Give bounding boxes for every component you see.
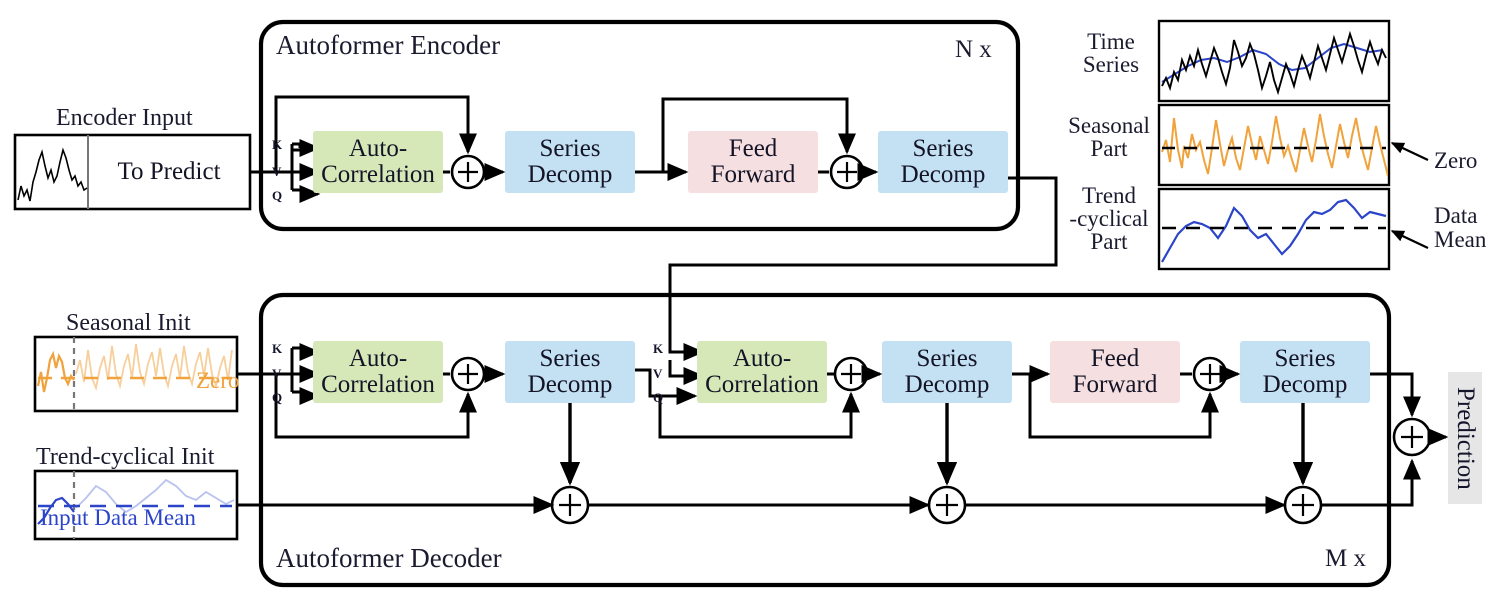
decoder-k-label-1: K	[272, 341, 283, 356]
decoder-container	[258, 292, 1392, 588]
decoder-wiring	[274, 365, 1449, 514]
time-series-caption: Time Series	[1068, 30, 1154, 76]
encoder-title: Autoformer Encoder	[276, 30, 501, 60]
data-mean-annotation-label: Data Mean	[1434, 203, 1487, 253]
dec-series-decomp-1-box	[505, 341, 635, 403]
seasonal-init-caption: Seasonal Init	[66, 310, 191, 336]
zero-annotation-arrow	[1390, 142, 1429, 161]
decoder-q-label-1: Q	[272, 390, 283, 405]
time-series-caption-line1: Time	[1087, 29, 1135, 54]
encoder-input-wire	[250, 139, 321, 203]
decoder-repeat-label: M x	[1325, 545, 1366, 572]
encoder-q-label: Q	[272, 188, 283, 203]
trend-cyclical-part-caption-line2: -cyclical	[1069, 206, 1149, 231]
trend-cyclical-part-caption: Trend -cyclical Part	[1062, 184, 1156, 253]
enc-autocorrelation-box	[313, 131, 443, 193]
decoder-title: Autoformer Decoder	[276, 543, 502, 573]
enc-series-decomp-1-box	[505, 131, 635, 193]
enc-feed-forward-box	[688, 131, 818, 193]
dec-trend-adder-1	[550, 485, 590, 525]
encoder-wiring	[274, 95, 1058, 385]
dec-autocorrelation-2-box	[697, 341, 827, 403]
trend-cyclical-part-caption-line1: Trend	[1081, 183, 1137, 208]
dec-trend-adder-2	[927, 485, 967, 525]
data-mean-annotation-line2: Mean	[1434, 227, 1487, 253]
enc-adder-1	[450, 154, 486, 190]
dec-final-adder	[1392, 417, 1432, 457]
decoder-q-label-2: Q	[653, 390, 664, 405]
prediction-output-label: Prediction	[1448, 372, 1482, 504]
data-mean-annotation-arrow	[1390, 230, 1429, 249]
trend-cyclical-init-mean-label: Input Data Mean	[40, 505, 196, 530]
time-series-caption-line2: Series	[1082, 52, 1140, 77]
enc-series-decomp-2-box	[878, 131, 1008, 193]
encoder-input-sparkline	[17, 147, 88, 202]
decoder-k-label-2: K	[653, 341, 664, 356]
seasonal-init-zero-label: Zero	[196, 368, 240, 393]
dec-adder-1	[450, 356, 486, 392]
trend-cyclical-part-caption-line3: Part	[1090, 229, 1128, 254]
decoder-v-label-2: V	[653, 366, 663, 381]
enc-adder-2	[829, 154, 865, 190]
encoder-repeat-label: N x	[955, 36, 992, 63]
seasonal-part-panel	[1157, 103, 1391, 187]
seasonal-part-caption: Seasonal Part	[1062, 114, 1156, 160]
dec-series-decomp-2-box	[882, 341, 1012, 403]
dec-series-decomp-3-box	[1240, 341, 1370, 403]
trend-cyclical-part-panel	[1157, 187, 1391, 271]
encoder-input-box	[13, 133, 252, 211]
time-series-panel	[1157, 19, 1391, 103]
decoder-v-label-1: V	[272, 366, 282, 381]
trend-cyclical-init-caption: Trend-cyclical Init	[36, 444, 215, 470]
dec-adder-3	[1192, 356, 1228, 392]
dec-adder-2	[833, 356, 869, 392]
seasonal-part-caption-line2: Part	[1090, 136, 1128, 161]
dec-autocorrelation-1-box	[313, 341, 443, 403]
encoder-input-caption: Encoder Input	[56, 105, 193, 131]
seasonal-part-caption-line1: Seasonal	[1068, 113, 1150, 138]
encoder-container	[258, 19, 1021, 232]
zero-annotation-label: Zero	[1434, 148, 1478, 173]
dec-trend-adder-3	[1283, 485, 1323, 525]
encoder-k-label: K	[272, 137, 283, 152]
decoder-input-wires	[237, 343, 551, 507]
dec-feed-forward-box	[1050, 341, 1180, 403]
encoder-v-label: V	[272, 164, 282, 179]
data-mean-annotation-line1: Data	[1434, 203, 1478, 228]
